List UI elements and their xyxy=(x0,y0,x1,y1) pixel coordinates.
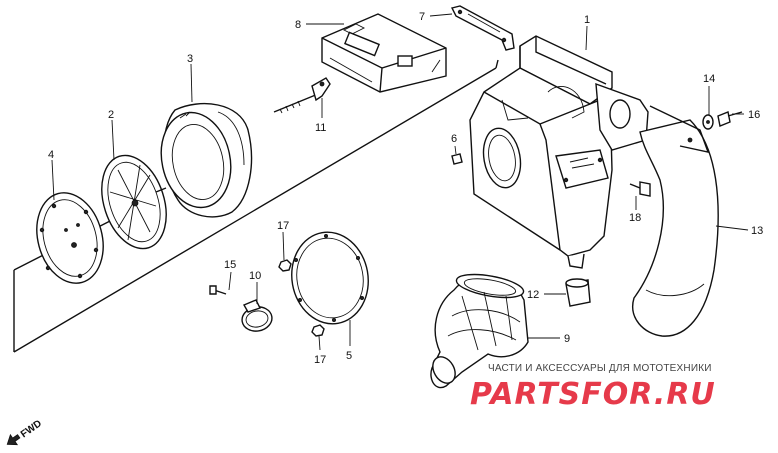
part-5-gasket xyxy=(291,231,369,325)
part-15-screw xyxy=(209,285,227,295)
callout-9: 9 xyxy=(564,333,570,345)
part-8-airbox-cover xyxy=(321,13,447,93)
callout-11: 11 xyxy=(315,122,326,134)
callout-12: 12 xyxy=(527,289,539,301)
fwd-arrow-icon xyxy=(6,433,21,446)
part-1-air-cleaner-case xyxy=(469,35,649,269)
part-7-bracket xyxy=(450,5,515,51)
part-11-wing-bolt xyxy=(273,77,331,114)
fwd-label: FWD xyxy=(19,418,44,440)
callout-labels: 1 2 3 4 5 6 7 8 9 10 11 12 13 14 15 16 1… xyxy=(48,11,763,366)
watermark: ЧАСТИ И АКСЕССУАРЫ ДЛЯ МОТОТЕХНИКИ PARTS… xyxy=(470,363,716,412)
leader-lines xyxy=(51,13,749,351)
part-6-bolt xyxy=(451,153,463,165)
callout-6: 6 xyxy=(451,133,457,145)
callout-4: 4 xyxy=(48,149,54,161)
part-12-drain-cap xyxy=(565,278,591,307)
callout-10: 10 xyxy=(249,270,261,282)
part-9-intake-boot xyxy=(430,273,529,389)
part-3-foam-element xyxy=(160,103,253,218)
callout-13: 13 xyxy=(751,225,763,237)
part-13-intake-duct xyxy=(632,105,719,337)
callout-16: 16 xyxy=(748,109,760,121)
callout-3: 3 xyxy=(187,53,193,65)
callout-15: 15 xyxy=(224,259,236,271)
watermark-logo: PARTSFOR.RU xyxy=(470,377,716,412)
callout-1: 1 xyxy=(584,14,590,26)
callout-17-lower: 17 xyxy=(314,354,326,366)
part-17-nut-lower xyxy=(311,324,325,337)
part-10-hose-clamp xyxy=(241,299,273,332)
fwd-indicator: FWD xyxy=(6,418,44,446)
part-14-washer xyxy=(702,114,714,130)
callout-5: 5 xyxy=(346,350,352,362)
callout-2: 2 xyxy=(108,109,114,121)
callout-18: 18 xyxy=(629,212,641,224)
callout-8: 8 xyxy=(295,19,301,31)
callout-14: 14 xyxy=(703,73,715,85)
callout-7: 7 xyxy=(419,11,425,23)
part-4-filter-plate xyxy=(36,192,104,284)
part-17-nut-upper xyxy=(278,259,292,272)
callout-17-upper: 17 xyxy=(277,220,289,232)
part-2-filter-screen xyxy=(101,154,167,250)
watermark-caption: ЧАСТИ И АКСЕССУАРЫ ДЛЯ МОТОТЕХНИКИ xyxy=(488,363,712,374)
part-18-bolt xyxy=(629,181,651,197)
